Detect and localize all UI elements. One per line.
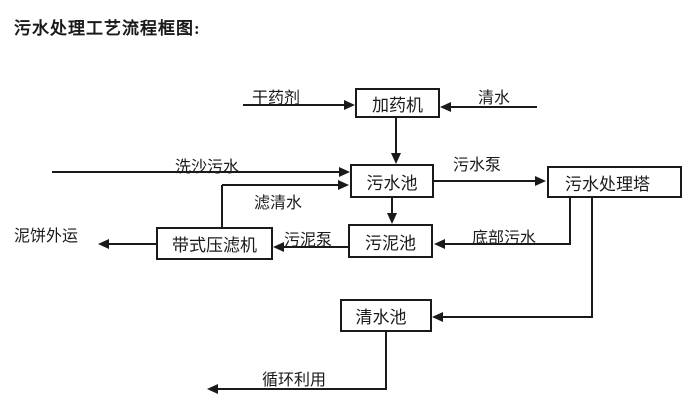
node-sewage-pool: 污水池: [350, 164, 434, 198]
edge-label-sewage-pump: 污水泵: [453, 157, 502, 174]
edge-bottom-sewage-arrowhead-icon: [434, 239, 445, 249]
edge-sewage-pump-line: [434, 180, 535, 182]
edge-dosing-to-sewage-line: [395, 118, 397, 154]
edge-label-sludge-pump: 污泥泵: [284, 232, 333, 249]
edge-mud-cake-line: [109, 243, 156, 245]
diagram-title: 污水处理工艺流程框图:: [14, 19, 201, 38]
edge-sand-washing-arrowhead-icon: [339, 167, 350, 177]
edge-dosing-to-sewage-arrowhead-icon: [391, 153, 401, 164]
node-dosing-machine: 加药机: [355, 88, 440, 118]
edge-recycle-vline: [385, 332, 387, 390]
edge-clean-water-arrowhead-icon: [440, 102, 451, 112]
edge-filtered-water-vline: [221, 185, 223, 227]
edge-sand-washing-line: [52, 171, 339, 173]
edge-sewage-to-sludge-line: [391, 198, 393, 214]
edge-tower-to-clean-line: [443, 316, 593, 318]
edge-tower-to-clean-arrowhead-icon: [432, 312, 443, 322]
edge-bottom-sewage-vline: [569, 198, 571, 245]
edge-recycle-line: [218, 388, 387, 390]
node-clean-water-pool: 清水池: [340, 299, 432, 332]
node-belt-filter-press: 带式压滤机: [156, 227, 273, 260]
node-sludge-pool: 污泥池: [348, 224, 433, 258]
edge-bottom-sewage-line: [445, 243, 571, 245]
edge-label-clean-water: 清水: [478, 90, 511, 107]
edge-label-mud-cake-out: 泥饼外运: [14, 228, 79, 245]
edge-tower-to-clean-vline: [591, 198, 593, 318]
edge-sewage-pump-arrowhead-icon: [535, 176, 546, 186]
edge-filtered-water-arrowhead-icon: [338, 180, 349, 190]
edge-label-sand-washing-sewage: 洗沙污水: [175, 159, 240, 176]
edge-label-recycle: 循环利用: [262, 372, 327, 389]
edge-mud-cake-arrowhead-icon: [98, 239, 109, 249]
edge-sludge-pump-arrowhead-icon: [273, 242, 284, 252]
edge-sewage-to-sludge-arrowhead-icon: [387, 213, 397, 224]
node-treatment-tower: 污水处理塔: [547, 166, 682, 198]
edge-filtered-water-line: [222, 184, 338, 186]
edge-label-bottom-sewage: 底部污水: [472, 230, 537, 247]
edge-sludge-pump-line: [284, 246, 348, 248]
edge-recycle-arrowhead-icon: [207, 384, 218, 394]
edge-clean-water-line: [451, 106, 537, 108]
edge-dry-agent-line: [243, 104, 344, 106]
edge-label-dry-agent: 干药剂: [252, 90, 301, 107]
edge-dry-agent-arrowhead-icon: [344, 100, 355, 110]
edge-label-filtered-water: 滤清水: [254, 195, 303, 212]
